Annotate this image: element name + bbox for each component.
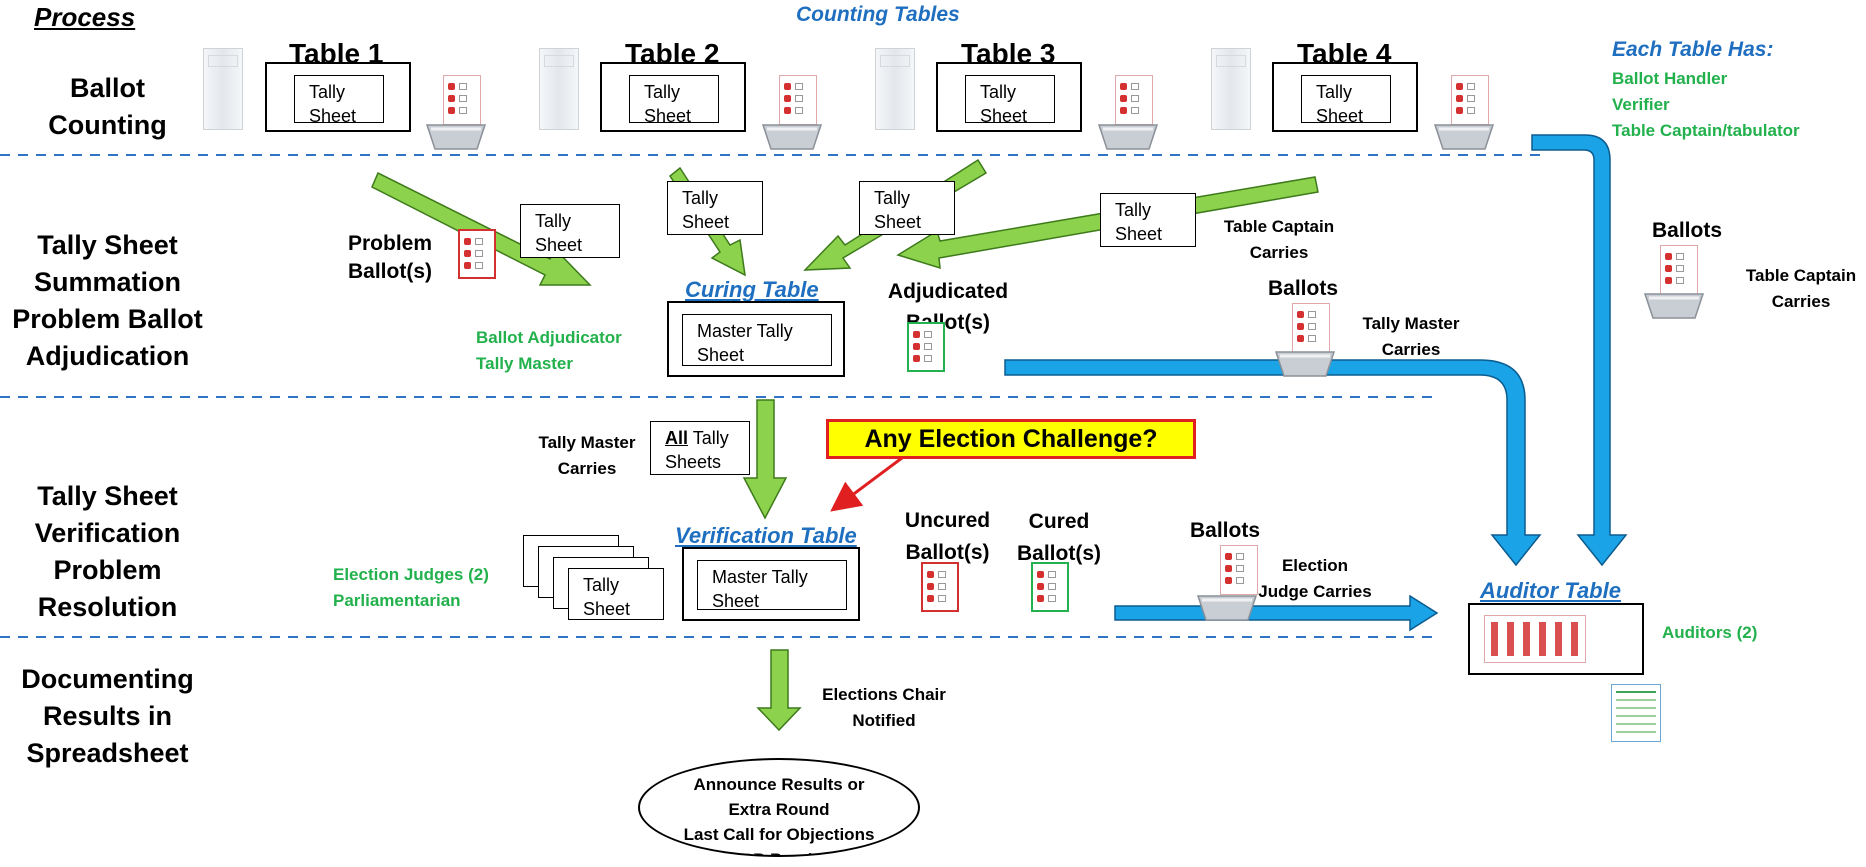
curing-table-title: Curing Table: [685, 277, 819, 302]
ballot-icon: [443, 75, 481, 125]
ballot-tray-icon: [1433, 124, 1495, 150]
auditor-table: [1468, 603, 1644, 675]
ballot-icon: [1660, 245, 1698, 295]
table-label: Table 3: [961, 38, 1056, 69]
challenge-arrow: [830, 450, 911, 512]
ballot-pile-icon: [1484, 615, 1586, 663]
ballot-icon: [907, 322, 945, 372]
ballot-tray-icon: [1274, 351, 1336, 377]
ballot-icon: [1115, 75, 1153, 125]
ballot-tray-icon: [425, 124, 487, 150]
ballot-box-icon: [203, 48, 243, 130]
ballot-box-icon: [1211, 48, 1251, 130]
ballot-box-icon: [539, 48, 579, 130]
ballot-icon: [1292, 303, 1330, 353]
ballot-tray-icon: [1097, 124, 1159, 150]
ballot-box-icon: [875, 48, 915, 130]
ballot-tray-icon: [1643, 293, 1705, 319]
all-tally-sheets: All Tally Sheets: [650, 421, 750, 475]
counting-tables-heading: Counting Tables: [796, 3, 960, 26]
ballot-tray-icon: [761, 124, 823, 150]
spreadsheet-icon: [1611, 684, 1661, 742]
process-heading: Process: [34, 2, 136, 32]
blue-flow-arrow: [1004, 134, 1628, 632]
auditor-table-title: Auditor Table: [1480, 578, 1621, 603]
ballot-icon: [921, 562, 959, 612]
ballots-label: Ballots: [1652, 219, 1723, 242]
ballot-icon: [1031, 562, 1069, 612]
table-label: Table 1: [289, 38, 384, 69]
ballot-icon: [458, 229, 496, 279]
ballot-icon: [1220, 545, 1258, 595]
table-label: Table 2: [625, 38, 720, 69]
ballot-icon: [779, 75, 817, 125]
verification-roles: Election Judges (2)Parliamentarian: [333, 565, 489, 610]
ballot-icon: [1451, 75, 1489, 125]
election-challenge-box: Any Election Challenge?: [826, 419, 1196, 459]
auditor-roles: Auditors (2): [1662, 623, 1758, 642]
ballots-label: Ballots: [1268, 277, 1339, 300]
ballot-tray-icon: [1196, 595, 1258, 621]
table-label: Table 4: [1297, 38, 1392, 69]
each-table-has: Each Table Has: Ballot Handler Verifier …: [1612, 38, 1800, 140]
verification-table-title: Verification Table: [675, 523, 857, 548]
ballots-label: Ballots: [1190, 519, 1261, 542]
